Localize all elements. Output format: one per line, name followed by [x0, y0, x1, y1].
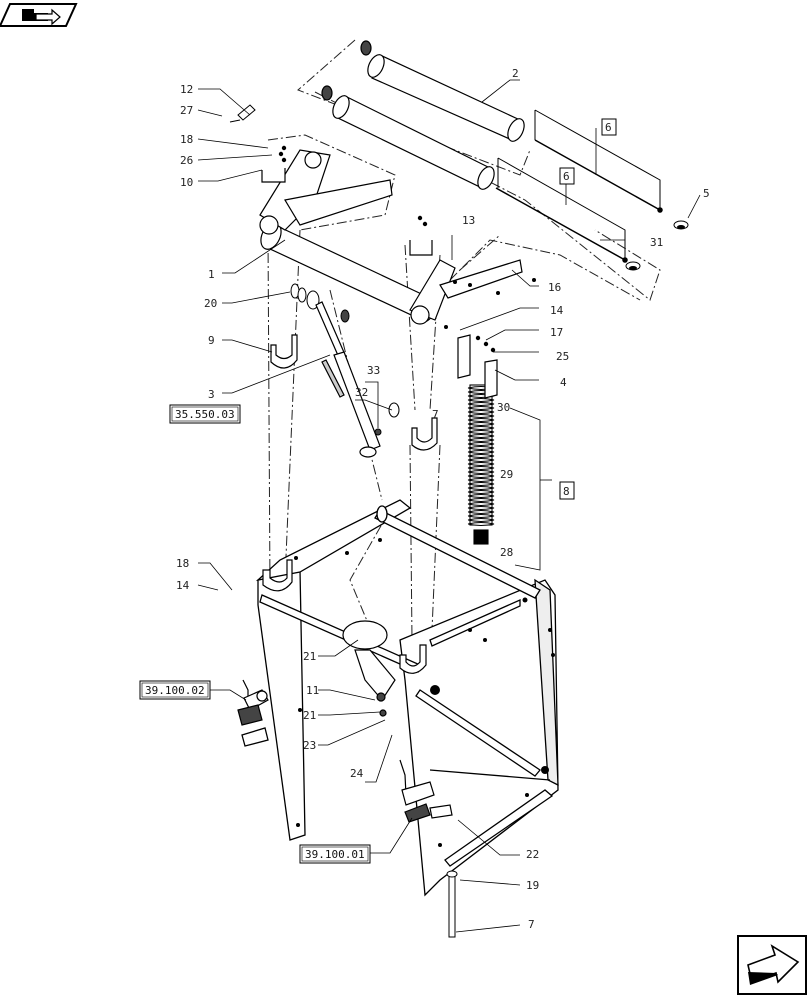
upper-roller-2 [360, 40, 525, 142]
right-arm-13 [409, 259, 523, 325]
boxed-callout-6-lower: 6 [559, 167, 575, 185]
left-arm-10 [259, 149, 393, 235]
callout-25: 25 [556, 350, 569, 363]
callout-26: 26 [180, 154, 193, 167]
leader-lines [197, 79, 701, 933]
tension-rods [495, 139, 663, 263]
callout-18-bottom: 18 [176, 557, 189, 570]
next-page-arrow-icon[interactable] [737, 935, 807, 995]
svg-text:6: 6 [605, 121, 612, 134]
handle-assembly-right [399, 759, 453, 823]
callout-14-bottom: 14 [176, 579, 190, 592]
reference-link-39-100-01[interactable]: 39.100.01 [299, 844, 371, 864]
callout-21-bottom: 21 [303, 709, 316, 722]
svg-text:39.100.01: 39.100.01 [305, 848, 365, 861]
callout-2: 2 [512, 67, 519, 80]
callout-22: 22 [526, 848, 539, 861]
callout-17: 17 [550, 326, 563, 339]
svg-text:8: 8 [563, 485, 570, 498]
callout-33: 33 [367, 364, 380, 377]
callout-5: 5 [703, 187, 710, 200]
svg-text:6: 6 [563, 170, 570, 183]
bearing-blocks-upper [261, 168, 433, 256]
handle-assembly-left [237, 679, 269, 726]
boxed-callout-6-top: 6 [601, 118, 617, 136]
frame-brackets [262, 559, 427, 674]
callout-16: 16 [548, 281, 561, 294]
callout-20: 20 [204, 297, 217, 310]
callout-3: 3 [208, 388, 215, 401]
small-bolts [278, 145, 536, 353]
reference-link-39-100-02[interactable]: 39.100.02 [139, 680, 211, 700]
main-frame [241, 499, 559, 897]
callout-4: 4 [560, 376, 567, 389]
reference-link-35-550-03[interactable]: 35.550.03 [169, 404, 241, 424]
callout-27: 27 [180, 104, 193, 117]
spring-29 [467, 384, 495, 545]
bearing-bracket-9 [270, 334, 298, 369]
book-pointer-icon[interactable] [0, 3, 78, 27]
pin-12 [229, 104, 256, 123]
callout-28: 28 [500, 546, 513, 559]
svg-text:39.100.02: 39.100.02 [145, 684, 205, 697]
svg-text:35.550.03: 35.550.03 [175, 408, 235, 421]
bearing-bracket-7 [411, 417, 438, 451]
callout-29: 29 [500, 468, 513, 481]
callout-1: 1 [208, 268, 215, 281]
callout-19: 19 [526, 879, 539, 892]
callout-31: 31 [650, 236, 663, 249]
callout-14-top: 14 [550, 304, 564, 317]
callout-32: 32 [355, 386, 368, 399]
callout-23: 23 [303, 739, 316, 752]
rod-bracket-lines [497, 109, 661, 260]
callout-12: 12 [180, 83, 193, 96]
fitting-33 [374, 428, 382, 436]
boxed-callout-8: 8 [559, 481, 575, 500]
callout-9: 9 [208, 334, 215, 347]
callout-numbers: 1 2 3 4 5 7 7 9 10 11 12 13 14 14 16 17 … [176, 67, 710, 931]
callout-11: 11 [306, 684, 319, 697]
fitting-32 [388, 402, 400, 418]
end-cap-5 [673, 220, 689, 230]
callout-30: 30 [497, 401, 510, 414]
callout-13: 13 [462, 214, 475, 227]
bolt-7 [446, 870, 458, 938]
callout-21-top: 21 [303, 650, 316, 663]
callout-7-bracket: 7 [432, 408, 439, 421]
end-cap-31 [625, 261, 641, 271]
callout-10: 10 [180, 176, 193, 189]
callout-7-bolt: 7 [528, 918, 535, 931]
callout-18-top: 18 [180, 133, 193, 146]
upper-roller-lower [321, 85, 495, 190]
cam-lever-11 [342, 620, 396, 717]
spring-bracket-4 [457, 334, 498, 399]
callout-24: 24 [350, 767, 364, 780]
hydraulic-cylinder-3 [315, 301, 381, 458]
